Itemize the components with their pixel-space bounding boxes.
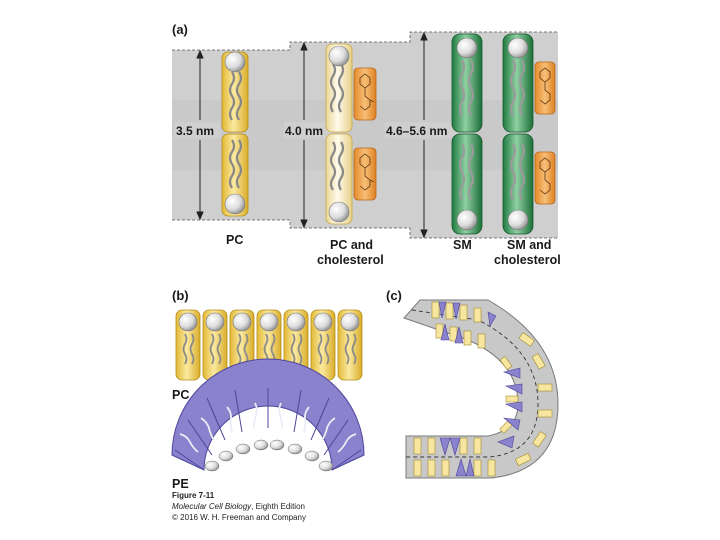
label-sm-cholesterol: cholesterol [494, 253, 561, 267]
label-pc-cholesterol: cholesterol [317, 253, 384, 267]
pe-monolayer [171, 358, 365, 472]
book-title: Molecular Cell Biology [172, 502, 252, 511]
panel-c-label: (c) [386, 288, 402, 303]
thickness-pc: 3.5 nm [176, 124, 214, 138]
measurement-arrows [196, 31, 428, 239]
pc-lipid-pair [221, 51, 249, 217]
thickness-sm: 4.6–5.6 nm [386, 124, 447, 138]
sm-lipid-pair [451, 33, 483, 235]
pc-cholesterol-pair [325, 43, 377, 225]
sm-cholesterol-pair [502, 33, 556, 235]
thickness-pc-cholesterol: 4.0 nm [285, 124, 323, 138]
copyright-line: © 2016 W. H. Freeman and Company [172, 513, 306, 522]
membrane-edges [172, 31, 558, 239]
panel-a-label: (a) [172, 22, 188, 37]
label-pc-and: PC and [330, 238, 373, 252]
panel-b-label: (b) [172, 288, 189, 303]
label-pc-monolayer: PC [172, 388, 189, 402]
label-pe-monolayer: PE [172, 477, 189, 491]
curved-bilayer [403, 299, 559, 479]
source-line: Molecular Cell Biology, Eighth Edition [172, 501, 306, 512]
label-pc: PC [226, 233, 243, 247]
label-sm-and: SM and [507, 238, 551, 252]
figure-number: Figure 7-11 [172, 491, 215, 500]
figure-caption: Figure 7-11 Molecular Cell Biology, Eigh… [172, 490, 306, 523]
book-edition: , Eighth Edition [251, 502, 305, 511]
label-sm: SM [453, 238, 472, 252]
